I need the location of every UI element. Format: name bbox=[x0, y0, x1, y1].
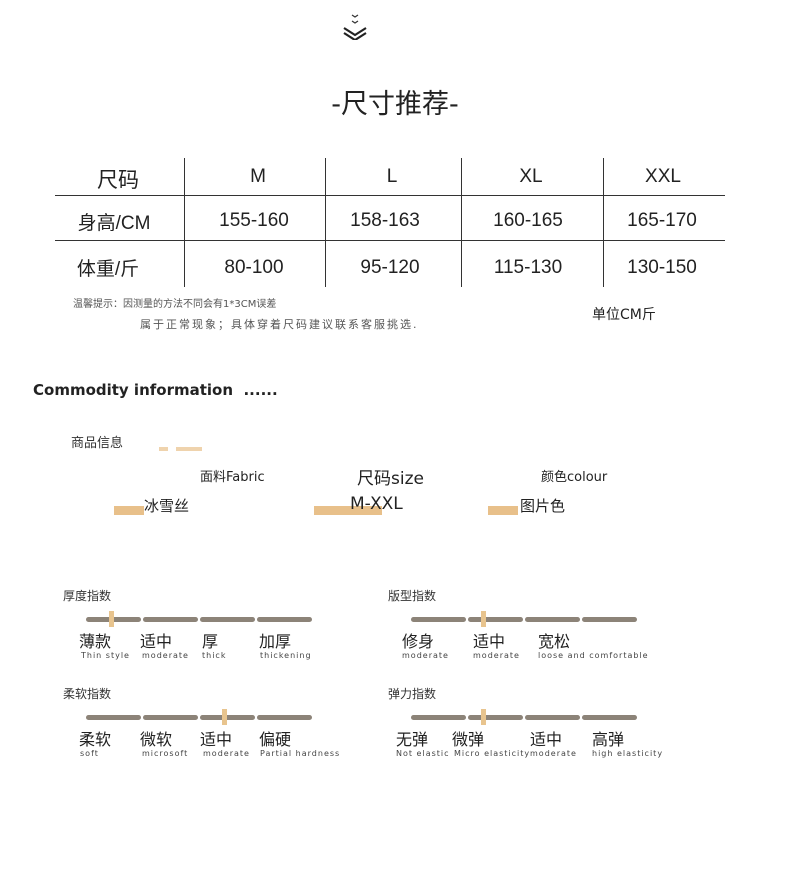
option-sublabel: Not elastic bbox=[396, 749, 450, 758]
table-cell: 160-165 bbox=[493, 210, 563, 231]
option-label: 高弹 bbox=[592, 730, 625, 749]
table-cell: 身高/CM bbox=[77, 213, 151, 234]
option-label: 宽松 bbox=[538, 632, 571, 651]
scale-segment bbox=[411, 617, 466, 622]
table-cell: 95-120 bbox=[360, 257, 420, 278]
option-label: 微弹 bbox=[452, 730, 485, 749]
table-cell: 体重/斤 bbox=[76, 259, 140, 280]
scale-segment bbox=[468, 715, 523, 720]
table-cell: 158-163 bbox=[350, 210, 420, 231]
option-label: 修身 bbox=[402, 632, 435, 651]
unit-label: 单位CM斤 bbox=[592, 307, 656, 323]
option-label: 无弹 bbox=[396, 730, 429, 749]
index-title: 版型指数 bbox=[388, 589, 437, 603]
color-label: 颜色colour bbox=[541, 470, 608, 485]
option-sublabel: thick bbox=[202, 651, 227, 660]
table-header: XL bbox=[519, 166, 543, 187]
option-sublabel: loose and comfortable bbox=[538, 651, 649, 660]
scale-segment bbox=[525, 715, 580, 720]
option-sublabel: moderate bbox=[203, 749, 250, 758]
option-label: 适中 bbox=[140, 632, 173, 651]
size-label: 尺码size bbox=[357, 469, 424, 489]
option-sublabel: Partial hardness bbox=[260, 749, 341, 758]
color-value: 图片色 bbox=[520, 497, 566, 515]
decor-bar bbox=[114, 506, 144, 515]
scale-marker bbox=[222, 709, 227, 725]
scale-segment bbox=[143, 715, 198, 720]
option-sublabel: Micro elasticity bbox=[454, 749, 531, 758]
index-title: 厚度指数 bbox=[63, 589, 112, 603]
option-label: 微软 bbox=[140, 730, 173, 749]
scale-segment bbox=[200, 715, 255, 720]
page-title: -尺寸推荐- bbox=[331, 89, 459, 120]
double-chevron-down-icon bbox=[343, 14, 367, 40]
index-title: 弹力指数 bbox=[388, 687, 437, 701]
decor-bar bbox=[159, 447, 168, 451]
table-cell: 155-160 bbox=[219, 210, 289, 231]
option-sublabel: Thin style bbox=[81, 651, 130, 660]
decor-bar bbox=[314, 506, 382, 515]
option-sublabel: moderate bbox=[473, 651, 520, 660]
decor-bar bbox=[488, 506, 518, 515]
size-value: M-XXL bbox=[350, 494, 403, 514]
commodity-heading: Commodity information ...... bbox=[33, 381, 278, 399]
option-label: 适中 bbox=[200, 730, 233, 749]
measurement-tip-2: 属于正常现象；具体穿着尺码建议联系客服挑选. bbox=[140, 318, 419, 331]
scale-marker bbox=[481, 611, 486, 627]
index-title: 柔软指数 bbox=[63, 687, 112, 701]
scale-segment bbox=[200, 617, 255, 622]
scale-segment bbox=[525, 617, 580, 622]
table-cell: 165-170 bbox=[627, 210, 697, 231]
fabric-value: 冰雪丝 bbox=[144, 497, 190, 515]
option-label: 偏硬 bbox=[259, 730, 292, 749]
option-sublabel: microsoft bbox=[142, 749, 189, 758]
table-header: 尺码 bbox=[97, 169, 139, 192]
table-header: L bbox=[386, 166, 398, 187]
option-sublabel: thickening bbox=[260, 651, 312, 660]
fabric-label: 面料Fabric bbox=[200, 470, 265, 485]
scale-segment bbox=[86, 715, 141, 720]
scale-segment bbox=[257, 715, 312, 720]
table-header: XXL bbox=[645, 166, 681, 187]
scale-segment bbox=[582, 715, 637, 720]
scale-segment bbox=[257, 617, 312, 622]
measurement-tip: 温馨提示：因测量的方法不同会有1*3CM误差 bbox=[73, 299, 277, 310]
scale-marker bbox=[481, 709, 486, 725]
scale-segment bbox=[411, 715, 466, 720]
option-label: 薄款 bbox=[79, 632, 112, 651]
option-sublabel: soft bbox=[80, 749, 99, 758]
option-label: 厚 bbox=[202, 632, 219, 651]
option-sublabel: moderate bbox=[142, 651, 189, 660]
scale-marker bbox=[109, 611, 114, 627]
table-cell: 130-150 bbox=[627, 257, 697, 278]
commodity-label: 商品信息 bbox=[71, 436, 124, 451]
scale-segment bbox=[143, 617, 198, 622]
option-label: 加厚 bbox=[259, 632, 292, 651]
scale-segment bbox=[468, 617, 523, 622]
option-sublabel: moderate bbox=[530, 749, 577, 758]
table-cell: 80-100 bbox=[224, 257, 284, 278]
table-header: M bbox=[250, 166, 266, 187]
option-sublabel: high elasticity bbox=[592, 749, 664, 758]
option-label: 适中 bbox=[530, 730, 563, 749]
scale-segment bbox=[582, 617, 637, 622]
option-label: 适中 bbox=[473, 632, 506, 651]
option-label: 柔软 bbox=[79, 730, 112, 749]
option-sublabel: moderate bbox=[402, 651, 449, 660]
decor-bar bbox=[176, 447, 202, 451]
table-cell: 115-130 bbox=[493, 257, 563, 278]
